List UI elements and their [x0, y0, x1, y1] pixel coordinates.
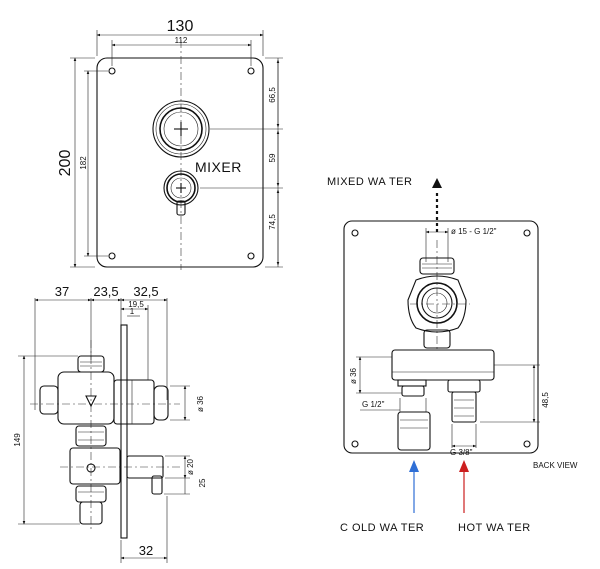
dim-32: 32 [139, 543, 153, 558]
dim-offset-top: 66,5 [268, 87, 277, 103]
dim-d36-back: ø 36 [349, 367, 358, 384]
mount-hole [523, 229, 531, 237]
hot-water-label: HOT WA TER [458, 522, 531, 534]
cold-arrow-head [409, 460, 419, 472]
front-view: MIXER 130 112 200 182 66,5 59 74,5 [57, 18, 283, 270]
dim-g12: G 1/2" [362, 400, 385, 409]
dim-height-holes: 182 [79, 156, 88, 170]
mixed-water-arrow [432, 178, 442, 188]
side-view: 37 23,5 32,5 19,5 1 [13, 284, 207, 563]
dim-32-5: 32,5 [133, 284, 158, 299]
dim-149: 149 [13, 433, 22, 447]
dim-37: 37 [55, 284, 69, 299]
dim-g38: G 3/8" [450, 448, 473, 457]
dim-23-5: 23,5 [93, 284, 118, 299]
side-wall-plate [120, 324, 128, 539]
mount-hole [523, 440, 531, 448]
mixer-label: MIXER [195, 159, 242, 175]
hot-arrow-head [459, 460, 469, 472]
mixed-water-label: MIXED WA TER [327, 176, 412, 188]
dim-offset-mid: 59 [268, 153, 277, 162]
mount-hole [108, 67, 116, 75]
dim-25: 25 [198, 478, 207, 487]
mount-hole [247, 252, 255, 260]
dim-width-holes: 112 [175, 36, 188, 45]
dim-width-overall: 130 [167, 18, 194, 35]
front-plate [96, 57, 264, 268]
dim-height-overall: 200 [57, 150, 74, 177]
dim-offset-bottom: 74,5 [268, 214, 277, 230]
back-plate [343, 220, 539, 454]
dim-1: 1 [130, 307, 135, 316]
mount-hole [351, 440, 359, 448]
dim-d36-side: ø 36 [196, 395, 205, 412]
valve-body [57, 371, 115, 425]
mixer-knob [163, 170, 199, 216]
dim-d15: ø 15 - G 1/2" [451, 227, 497, 236]
connection-block [391, 349, 495, 381]
dim-19-5: 19,5 [128, 300, 144, 309]
back-view-label: BACK VIEW [533, 461, 578, 470]
back-view: MIXED WA TER ø 15 - G 1/2" [327, 176, 578, 534]
mount-hole [247, 67, 255, 75]
diverter-knob [152, 100, 210, 158]
mount-hole [108, 252, 116, 260]
cold-water-label: C OLD WA TER [340, 522, 424, 534]
mount-hole [351, 229, 359, 237]
dim-d20: ø 20 [186, 458, 195, 475]
dim-48-5: 48,5 [541, 392, 550, 408]
